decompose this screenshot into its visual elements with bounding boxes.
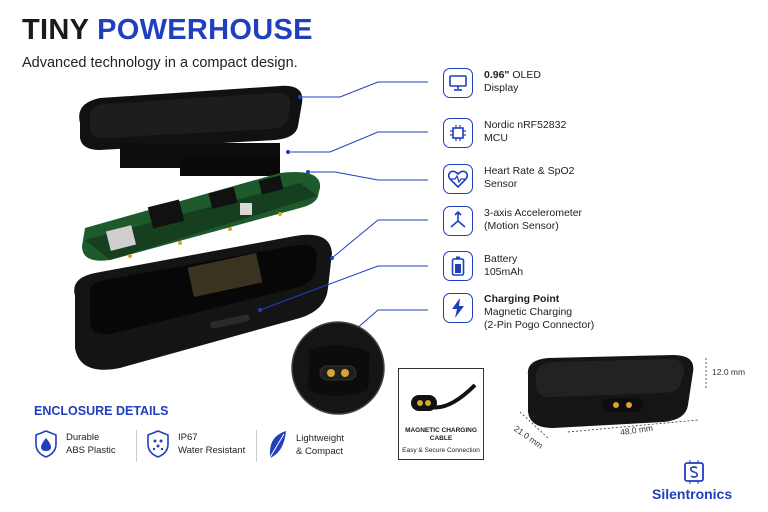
enclosure-ip67-line2: Water Resistant (178, 445, 246, 456)
feature-heart-rate: Heart Rate & SpO2 Sensor (484, 165, 574, 191)
cable-title-1: MAGNETIC CHARGING (405, 427, 477, 434)
monitor-icon (443, 68, 473, 98)
chip-icon (443, 118, 473, 148)
feature-mcu-line2: MCU (484, 132, 508, 144)
display-cover (79, 85, 303, 176)
feature-charging: Charging Point Magnetic Charging (2-Pin … (484, 293, 594, 332)
feather-icon (268, 431, 286, 460)
enclosure-lightweight-line1: Lightweight (296, 433, 345, 444)
feature-display-text: OLED (509, 69, 541, 81)
title-main: TINY (22, 14, 89, 46)
title-accent: POWERHOUSE (97, 14, 313, 46)
heart-pulse-icon (443, 164, 473, 194)
pcb-board (82, 172, 321, 261)
feature-battery: Battery 105mAh (484, 253, 523, 279)
enclosure-lightweight-line2: & Compact (296, 446, 343, 457)
page-subtitle: Advanced technology in a compact design. (22, 55, 298, 71)
feature-accelerometer-line2: (Motion Sensor) (484, 220, 559, 232)
cable-title-2: CABLE (429, 435, 453, 442)
charging-cable-card: MAGNETIC CHARGING CABLE Easy & Secure Co… (398, 368, 484, 460)
feature-charging-line3: (2-Pin Pogo Connector) (484, 319, 595, 331)
brand-logo-icon (684, 460, 704, 484)
enclosure-item-lightweight: Lightweight & Compact (266, 430, 344, 460)
feature-display-bold: 0.96" (484, 69, 510, 81)
feature-mcu-text: Nordic nRF52832 (484, 119, 567, 131)
feature-charging-bold: Charging Point (484, 293, 560, 305)
cable-caption: Easy & Secure Connection (402, 447, 480, 454)
battery-icon (443, 251, 473, 281)
feature-heart-rate-line2: Sensor (484, 178, 518, 190)
ip67-shield-icon (147, 430, 169, 458)
feature-heart-rate-text: Heart Rate & SpO2 (484, 165, 575, 177)
enclosure-durable-line1: Durable (66, 432, 100, 443)
enclosure-ip67-line1: IP67 (178, 432, 198, 443)
dimension-height: 12.0 mm (712, 367, 746, 377)
lightning-icon (443, 293, 473, 323)
page-title: TINY POWERHOUSE (22, 14, 313, 47)
bottom-shell (74, 234, 333, 370)
feature-display: 0.96" OLED Display (484, 69, 541, 95)
feature-charging-line2: Magnetic Charging (484, 306, 573, 318)
enclosure-title: ENCLOSURE DETAILS (34, 404, 169, 418)
axes-icon (443, 206, 473, 236)
feature-accelerometer-text: 3-axis Accelerometer (484, 207, 583, 219)
divider (256, 430, 257, 462)
exploded-device-illustration (74, 85, 333, 370)
feature-accelerometer: 3-axis Accelerometer (Motion Sensor) (484, 207, 582, 233)
feature-mcu: Nordic nRF52832 MCU (484, 119, 566, 145)
brand-name: Silentronics (652, 486, 733, 502)
enclosure-durable-line2: ABS Plastic (66, 445, 116, 456)
assembled-device-illustration (519, 355, 707, 439)
feature-display-line2: Display (484, 82, 519, 94)
drop-shield-icon (35, 430, 57, 458)
divider (136, 430, 137, 462)
pogo-connector-closeup (291, 321, 385, 415)
feature-battery-text: Battery (484, 253, 518, 265)
feature-battery-line2: 105mAh (484, 266, 524, 278)
cable-illustration (411, 383, 477, 411)
